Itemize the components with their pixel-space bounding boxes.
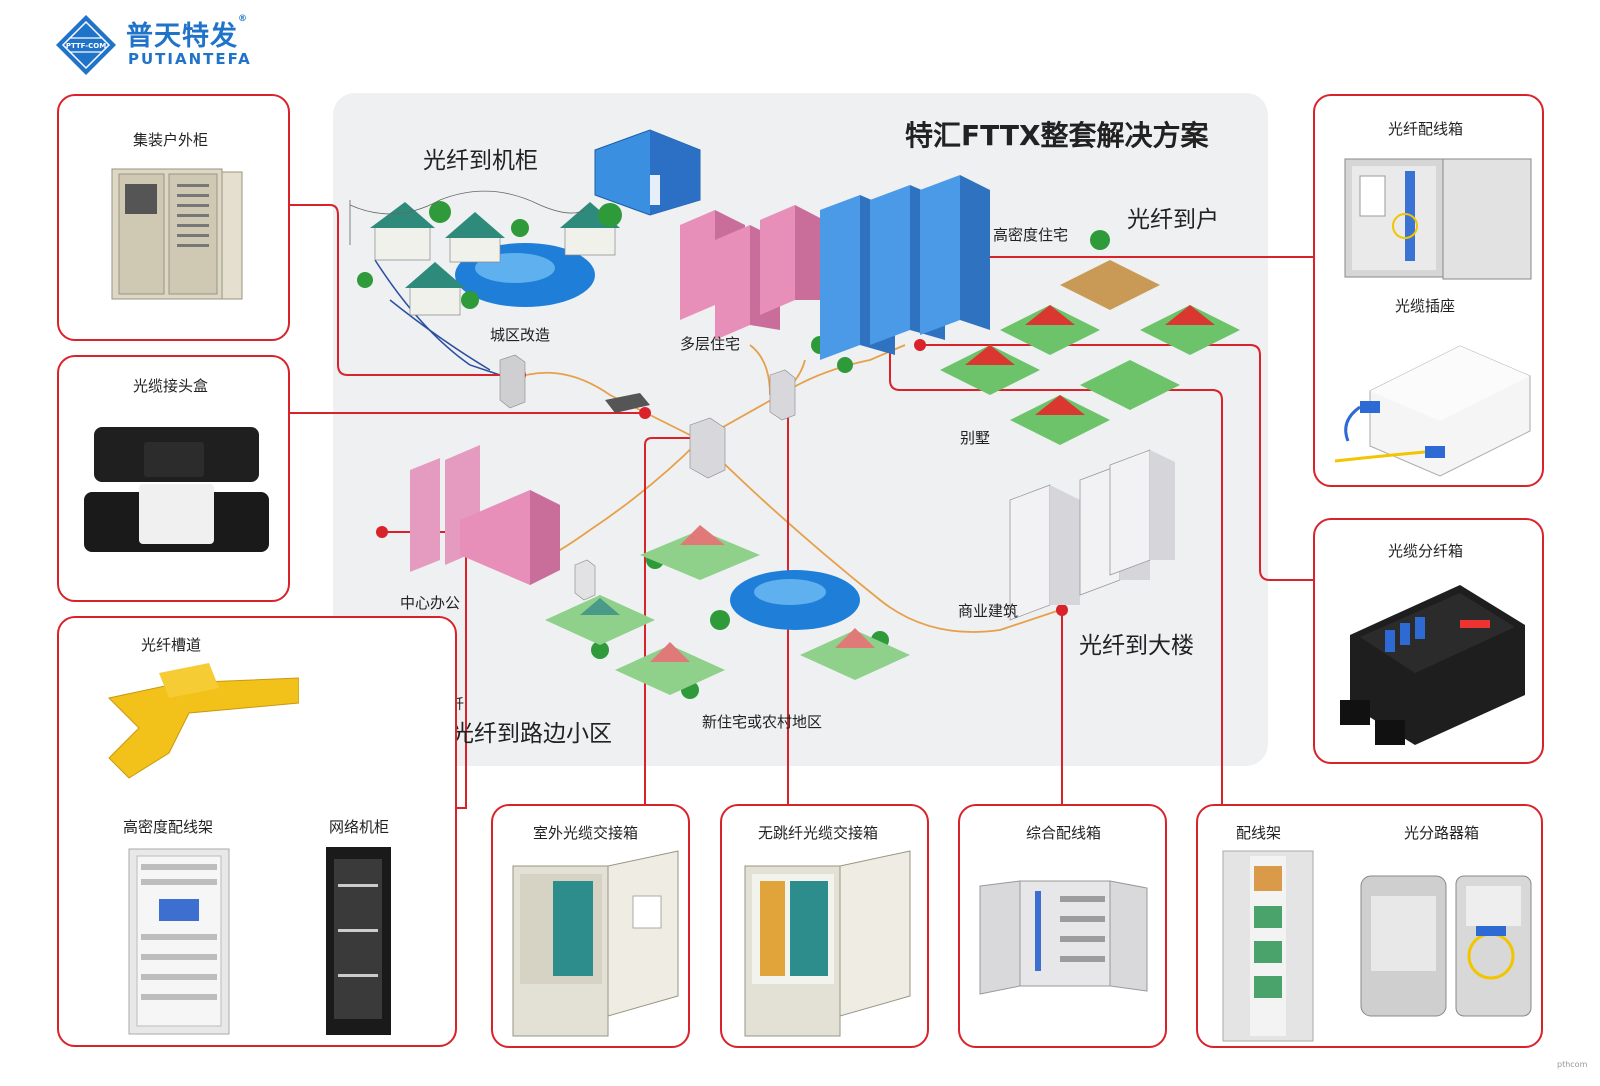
card-odf-title: 配线架 <box>1236 824 1282 842</box>
urban-houses <box>370 202 620 316</box>
card-outdoor-cross-title: 室外光缆交接箱 <box>533 824 639 842</box>
villa-plots <box>940 260 1240 445</box>
card-jumperless-cross-title: 无跳纤光缆交接箱 <box>758 824 879 842</box>
card-network-cabinet-title: 网络机柜 <box>329 818 390 836</box>
label-fiber-to-cabinet: 光纤到机柜 <box>423 148 538 174</box>
label-commercial: 商业建筑 <box>958 602 1019 620</box>
label-high-density: 高密度住宅 <box>993 226 1069 244</box>
card-fiber-trough-title: 光纤槽道 <box>141 636 202 654</box>
card-jumperless-cross: 无跳纤光缆交接箱 <box>720 804 929 1048</box>
label-fiber-to-building: 光纤到大楼 <box>1079 633 1194 659</box>
scene-panel <box>333 93 1268 766</box>
label-fiber-to-curb: 光纤到路边小区 <box>451 721 612 747</box>
new-housing-plots <box>545 525 910 695</box>
card-fiber-split-box: 光缆分纤箱 <box>1313 518 1544 764</box>
label-urban-renewal: 城区改造 <box>490 326 551 344</box>
card-odf-splitter: 配线架 光分路器箱 <box>1196 804 1543 1048</box>
label-villa: 别墅 <box>960 429 991 447</box>
brand-logo-text: PTTF-COM <box>66 42 106 50</box>
utility-poles <box>349 190 586 245</box>
multistory-buildings <box>680 205 820 340</box>
fiber-trough-image <box>107 663 299 779</box>
card-splitter-box-title: 光分路器箱 <box>1404 824 1480 842</box>
outdoor-cabinet-image <box>111 168 243 300</box>
watermark: pthcom <box>1557 1060 1588 1069</box>
card-fiber-split-box-title: 光缆分纤箱 <box>1388 542 1464 560</box>
outdoor-cross-image <box>512 850 679 1037</box>
fiber-socket-image <box>1334 345 1531 477</box>
odf-image <box>1222 850 1314 1042</box>
splice-closure-image <box>84 427 269 552</box>
integrated-box-image <box>979 880 1148 995</box>
card-fiber-dist-group: 光纤配线箱 光缆插座 <box>1313 94 1544 487</box>
splitter-box-image <box>1360 875 1532 1017</box>
card-outdoor-cross: 室外光缆交接箱 <box>491 804 690 1048</box>
jumperless-cross-image <box>744 850 911 1037</box>
blue-office <box>594 129 701 216</box>
card-splice-closure: 光缆接头盒 <box>57 355 290 602</box>
scene-cabinets <box>499 354 796 601</box>
network-cabinet-image <box>326 847 391 1035</box>
callout-lines <box>289 204 1313 1020</box>
card-trough-group: 光纤槽道 高密度配线架 网络机柜 <box>57 616 457 1047</box>
fiber-dist-box-image <box>1344 158 1532 280</box>
brand-name-en: PUTIANTEFA <box>128 50 252 68</box>
card-fiber-socket-title: 光缆插座 <box>1395 297 1456 315</box>
brand-logo-mark: PTTF-COM <box>56 15 116 75</box>
card-hd-odf-title: 高密度配线架 <box>123 818 214 836</box>
card-integrated-box: 综合配线箱 <box>958 804 1167 1048</box>
label-new-rural: 新住宅或农村地区 <box>702 713 823 731</box>
fiber-split-box-image <box>1340 585 1525 745</box>
card-fiber-dist-box-title: 光纤配线箱 <box>1388 120 1464 138</box>
label-multistory: 多层住宅 <box>680 335 741 353</box>
copper-lines <box>374 259 501 376</box>
card-outdoor-cabinet: 集装户外柜 <box>57 94 290 341</box>
central-office-building <box>410 445 560 585</box>
brand-name-cn: 普天特发® <box>126 14 248 52</box>
diagram-title: 特汇FTTX整套解决方案 <box>905 119 1209 152</box>
card-splice-closure-title: 光缆接头盒 <box>133 377 209 395</box>
commercial-towers <box>1009 449 1175 621</box>
card-integrated-box-title: 综合配线箱 <box>1026 824 1102 842</box>
hd-odf-image <box>128 848 230 1035</box>
high-density-towers <box>820 175 990 360</box>
label-fiber-to-home: 光纤到户 <box>1127 207 1219 233</box>
card-outdoor-cabinet-title: 集装户外柜 <box>133 131 209 149</box>
label-central-office: 中心办公 <box>400 594 461 612</box>
